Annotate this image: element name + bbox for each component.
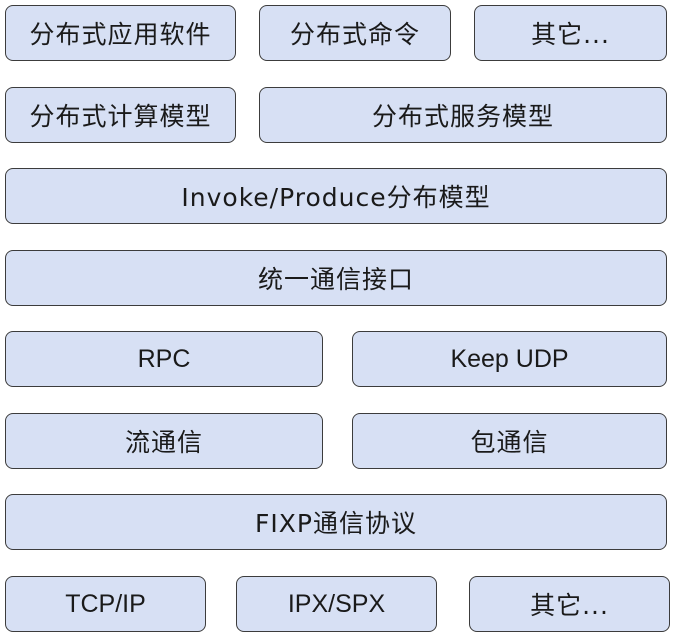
box-other-top: 其它... [474, 5, 667, 61]
box-label: IPX/SPX [287, 589, 386, 618]
box-label: Keep UDP [450, 344, 569, 373]
box-dist-command: 分布式命令 [259, 5, 451, 61]
box-keep-udp: Keep UDP [352, 331, 667, 387]
box-label: 流通信 [124, 428, 203, 457]
box-dist-compute-model: 分布式计算模型 [5, 87, 236, 143]
box-dist-app-software: 分布式应用软件 [5, 5, 236, 61]
box-label: RPC [137, 344, 191, 373]
box-dist-service-model: 分布式服务模型 [259, 87, 667, 143]
box-unified-comm-interface: 统一通信接口 [5, 250, 667, 306]
box-ipx-spx: IPX/SPX [236, 576, 437, 632]
box-label: 其它... [530, 591, 609, 620]
box-label: 统一通信接口 [257, 265, 414, 294]
box-label: 分布式应用软件 [29, 20, 212, 49]
box-label: 分布式服务模型 [371, 102, 554, 131]
box-stream-comm: 流通信 [5, 413, 323, 469]
box-packet-comm: 包通信 [352, 413, 667, 469]
box-tcp-ip: TCP/IP [5, 576, 206, 632]
box-label: Invoke/Produce分布模型 [181, 183, 491, 212]
box-label: 其它... [531, 20, 610, 49]
box-rpc: RPC [5, 331, 323, 387]
box-other-bottom: 其它... [469, 576, 670, 632]
box-fixp-protocol: FIXP通信协议 [5, 494, 667, 550]
box-label: 包通信 [470, 428, 549, 457]
box-label: 分布式命令 [289, 20, 420, 49]
box-label: FIXP通信协议 [255, 509, 417, 538]
box-label: TCP/IP [65, 589, 146, 618]
box-label: 分布式计算模型 [29, 102, 212, 131]
box-invoke-produce-model: Invoke/Produce分布模型 [5, 168, 667, 224]
